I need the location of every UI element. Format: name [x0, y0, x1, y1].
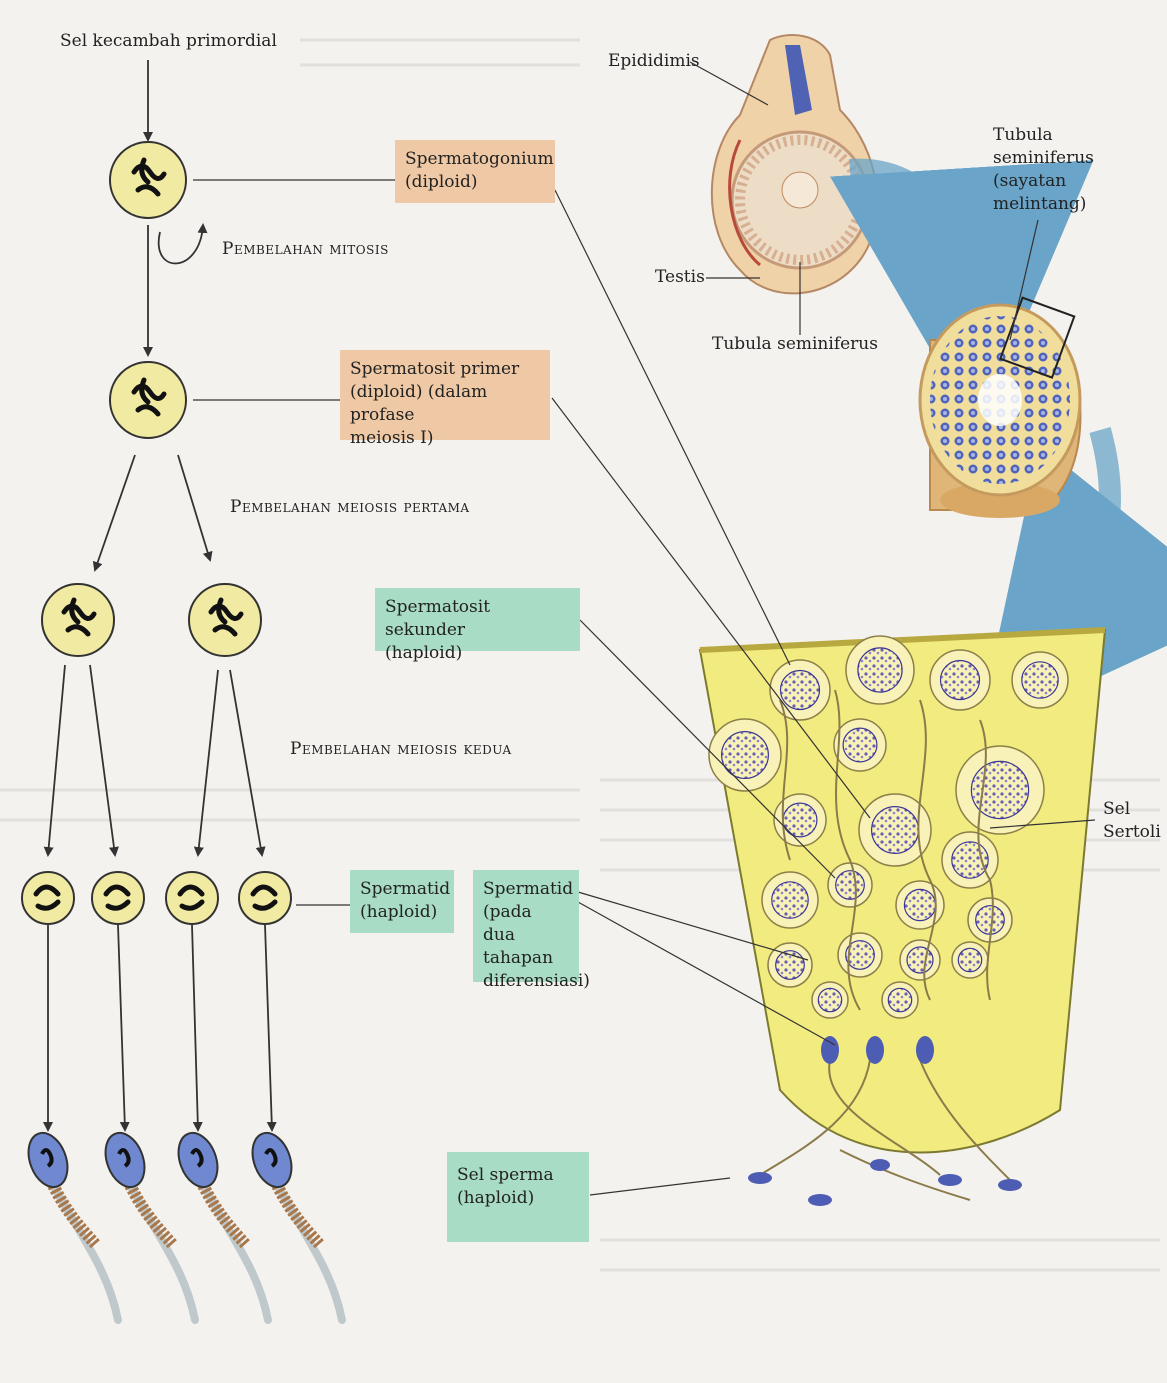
- left-sperm: [27, 1131, 346, 1324]
- germ-cell: [827, 862, 873, 908]
- label-sertoli: Sel Sertoli: [1103, 799, 1161, 842]
- label-meiosis-1: Pembelahan meiosis pertama: [230, 497, 470, 517]
- box-spermatid: Spermatid (haploid): [350, 870, 454, 933]
- wedge-sperm-heads: [748, 1036, 1022, 1206]
- germ-cell: [899, 939, 941, 981]
- tubule-cross-section: [918, 296, 1082, 518]
- germ-cell: [708, 718, 782, 792]
- germ-cell: [773, 793, 827, 847]
- primary-spermatocyte-cell: [109, 361, 187, 439]
- germ-cell: [895, 880, 945, 930]
- germ-cell: [767, 942, 813, 988]
- box-spermatid-diff: Spermatid (pada dua tahapan diferensiasi…: [473, 870, 590, 991]
- germ-cell: [837, 932, 883, 978]
- spermatid-cell: [91, 871, 145, 925]
- box-sekunder-text: Spermatosit sekunder (haploid): [385, 597, 491, 663]
- sperm-cell: [104, 1131, 199, 1324]
- box-primer: Spermatosit primer (diploid) (dalam prof…: [340, 350, 550, 448]
- germ-cell: [858, 793, 932, 867]
- label-tubula-cross: Tubula seminiferus (sayatan melintang): [993, 125, 1094, 214]
- germ-cell: [955, 745, 1045, 835]
- zoom-arrow-1: [829, 158, 1094, 432]
- germ-cell: [951, 941, 989, 979]
- box-sekunder: Spermatosit sekunder (haploid): [375, 588, 580, 663]
- secondary-spermatocyte-cell: [41, 583, 115, 657]
- spermatid-cell: [165, 871, 219, 925]
- sperm-cell: [177, 1131, 272, 1324]
- box-spermatid-text: Spermatid (haploid): [360, 879, 451, 922]
- spermatid-cell: [238, 871, 292, 925]
- label-epididimis: Epididimis: [608, 51, 700, 71]
- zoom-arrow-2: [977, 427, 1167, 734]
- sperm-cell: [27, 1131, 122, 1324]
- flow-arrows: [43, 60, 277, 1132]
- box-sperma: Sel sperma (haploid): [447, 1152, 589, 1242]
- germ-cell: [769, 659, 831, 721]
- wedge-sperm: [759, 689, 1011, 1201]
- sperm-cell: [251, 1131, 346, 1324]
- box-primer-text: Spermatosit primer (diploid) (dalam prof…: [350, 359, 520, 448]
- label-meiosis-2: Pembelahan meiosis kedua: [290, 739, 512, 759]
- germ-cell: [833, 718, 887, 772]
- germ-cell: [1011, 651, 1069, 709]
- germ-cell: [761, 871, 819, 929]
- germ-cell: [811, 981, 849, 1019]
- germ-cell: [881, 981, 919, 1019]
- germ-cell: [967, 897, 1013, 943]
- spermatid-cell: [21, 871, 75, 925]
- germ-cell: [929, 649, 991, 711]
- box-spermatid-diff-text: Spermatid (pada dua tahapan diferensiasi…: [483, 879, 590, 991]
- wedge-cells: [708, 635, 1069, 1019]
- germ-cell: [845, 635, 915, 705]
- box-spermatogonium-text: Spermatogonium (diploid): [405, 149, 554, 192]
- leader-lines: [193, 61, 1096, 1196]
- spermatogonium-cell: [109, 141, 187, 219]
- left-cells: [21, 141, 292, 925]
- box-spermatogonium: Spermatogonium (diploid): [395, 140, 555, 203]
- label-testis: Testis: [655, 267, 705, 287]
- label-tubula: Tubula seminiferus: [712, 334, 878, 354]
- label-primordial: Sel kecambah primordial: [60, 31, 277, 51]
- label-mitosis: Pembelahan mitosis: [222, 239, 389, 259]
- box-sperma-text: Sel sperma (haploid): [457, 1165, 554, 1208]
- secondary-spermatocyte-cell: [188, 583, 262, 657]
